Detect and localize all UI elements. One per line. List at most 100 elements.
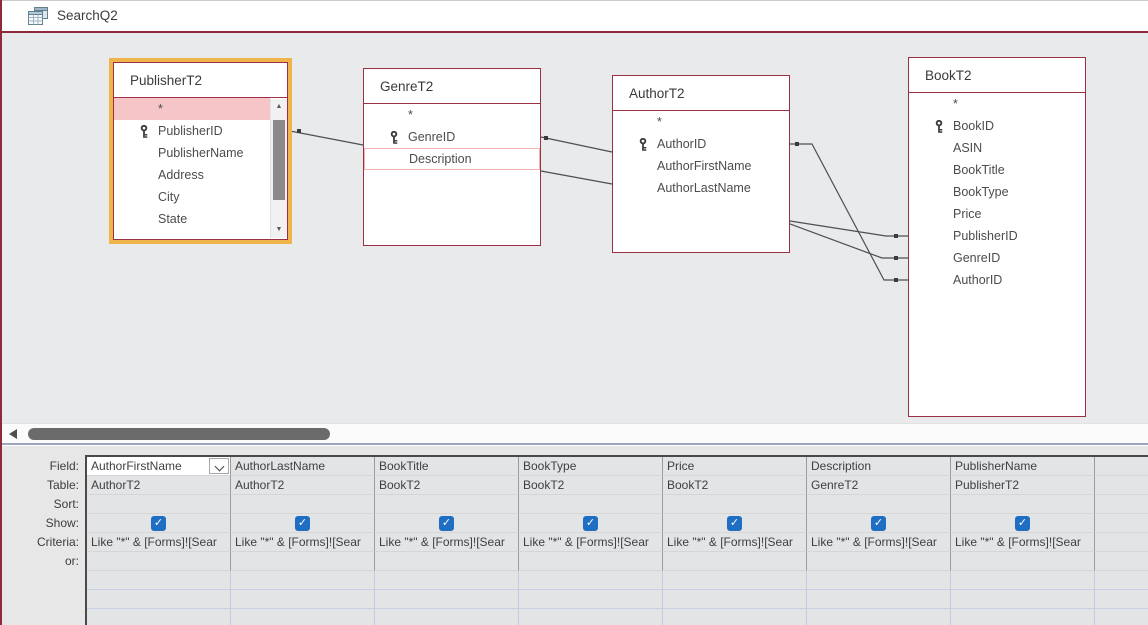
field-cell[interactable]: Price	[663, 457, 807, 476]
table-vertical-scrollbar[interactable]: ▲▼	[270, 99, 287, 238]
or-cell[interactable]	[375, 552, 519, 571]
criteria-cell[interactable]: Like "*" & [Forms]![Sear	[663, 533, 807, 552]
criteria-cell[interactable]: Like "*" & [Forms]![Sear	[231, 533, 375, 552]
table-cell[interactable]: BookT2	[663, 476, 807, 495]
table-title[interactable]: AuthorT2	[613, 76, 789, 111]
field-cell[interactable]: PublisherName	[951, 457, 1095, 476]
empty-cell[interactable]	[519, 609, 663, 625]
or-cell[interactable]	[807, 552, 951, 571]
empty-cell[interactable]	[663, 590, 807, 609]
empty-cell[interactable]	[1095, 590, 1148, 609]
field-row-star[interactable]: *	[114, 98, 270, 120]
criteria-cell[interactable]: Like "*" & [Forms]![Sear	[951, 533, 1095, 552]
field-row-BookType[interactable]: BookType	[909, 181, 1085, 203]
empty-cell[interactable]	[807, 590, 951, 609]
table-title[interactable]: PublisherT2	[114, 63, 287, 98]
field-row-PublisherID[interactable]: PublisherID	[114, 120, 270, 142]
criteria-cell[interactable]: Like "*" & [Forms]![Sear	[519, 533, 663, 552]
empty-cell[interactable]	[375, 571, 519, 590]
field-row-ASIN[interactable]: ASIN	[909, 137, 1085, 159]
empty-cell[interactable]	[951, 590, 1095, 609]
criteria-cell[interactable]: Like "*" & [Forms]![Sear	[807, 533, 951, 552]
empty-cell[interactable]	[1095, 609, 1148, 625]
sort-cell[interactable]	[663, 495, 807, 514]
field-row-AuthorID[interactable]: AuthorID	[909, 269, 1085, 291]
criteria-cell[interactable]: Like "*" & [Forms]![Sear	[87, 533, 231, 552]
field-row-AuthorLastName[interactable]: AuthorLastName	[613, 177, 789, 199]
field-row-GenreID[interactable]: GenreID	[909, 247, 1085, 269]
field-row-State[interactable]: State	[114, 208, 270, 230]
show-checkbox-checked[interactable]: ✓	[871, 516, 886, 531]
table-cell[interactable]	[1095, 476, 1148, 495]
show-cell[interactable]: ✓	[519, 514, 663, 533]
or-cell[interactable]	[87, 552, 231, 571]
empty-cell[interactable]	[375, 590, 519, 609]
or-cell[interactable]	[663, 552, 807, 571]
empty-cell[interactable]	[231, 590, 375, 609]
empty-cell[interactable]	[519, 571, 663, 590]
field-row-AuthorID[interactable]: AuthorID	[613, 133, 789, 155]
scroll-down-icon[interactable]: ▼	[275, 226, 283, 233]
empty-cell[interactable]	[87, 590, 231, 609]
show-checkbox-checked[interactable]: ✓	[295, 516, 310, 531]
show-cell[interactable]: ✓	[663, 514, 807, 533]
show-cell[interactable]: ✓	[951, 514, 1095, 533]
sort-cell[interactable]	[375, 495, 519, 514]
horizontal-scrollbar-thumb[interactable]	[28, 428, 330, 440]
show-cell[interactable]	[1095, 514, 1148, 533]
diagram-horizontal-scrollbar[interactable]	[0, 423, 1148, 443]
field-row-Description[interactable]: Description	[364, 148, 540, 170]
join-AuthorT2.AuthorID-to-BookT2.AuthorID[interactable]	[790, 142, 908, 282]
empty-cell[interactable]	[663, 609, 807, 625]
field-row-BookID[interactable]: BookID	[909, 115, 1085, 137]
sort-cell[interactable]	[951, 495, 1095, 514]
field-row-AuthorFirstName[interactable]: AuthorFirstName	[613, 155, 789, 177]
field-row-GenreID[interactable]: GenreID	[364, 126, 540, 148]
table-cell[interactable]: AuthorT2	[231, 476, 375, 495]
field-row-PublisherID[interactable]: PublisherID	[909, 225, 1085, 247]
field-dropdown-button[interactable]	[209, 458, 229, 474]
field-row-star[interactable]: *	[909, 93, 1085, 115]
empty-cell[interactable]	[375, 609, 519, 625]
table-cell[interactable]: AuthorT2	[87, 476, 231, 495]
empty-cell[interactable]	[231, 571, 375, 590]
empty-cell[interactable]	[807, 571, 951, 590]
table-title[interactable]: GenreT2	[364, 69, 540, 104]
show-cell[interactable]: ✓	[375, 514, 519, 533]
table-title[interactable]: BookT2	[909, 58, 1085, 93]
empty-cell[interactable]	[231, 609, 375, 625]
join-GenreT2.GenreID-to-BookT2.GenreID[interactable]	[540, 136, 908, 260]
table-cell[interactable]: PublisherT2	[951, 476, 1095, 495]
or-cell[interactable]	[1095, 552, 1148, 571]
empty-cell[interactable]	[1095, 571, 1148, 590]
show-checkbox-checked[interactable]: ✓	[151, 516, 166, 531]
sort-cell[interactable]	[519, 495, 663, 514]
field-cell[interactable]: BookTitle	[375, 457, 519, 476]
sort-cell[interactable]	[1095, 495, 1148, 514]
sort-cell[interactable]	[807, 495, 951, 514]
field-cell[interactable]: Description	[807, 457, 951, 476]
or-cell[interactable]	[519, 552, 663, 571]
scroll-left-arrow-icon[interactable]	[9, 429, 17, 439]
field-cell[interactable]: AuthorFirstName	[87, 457, 231, 476]
criteria-cell[interactable]	[1095, 533, 1148, 552]
sort-cell[interactable]	[231, 495, 375, 514]
table-cell[interactable]: BookT2	[519, 476, 663, 495]
criteria-cell[interactable]: Like "*" & [Forms]![Sear	[375, 533, 519, 552]
table-cell[interactable]: BookT2	[375, 476, 519, 495]
show-cell[interactable]: ✓	[807, 514, 951, 533]
empty-cell[interactable]	[951, 609, 1095, 625]
field-row-star[interactable]: *	[613, 111, 789, 133]
field-cell[interactable]: BookType	[519, 457, 663, 476]
show-checkbox-checked[interactable]: ✓	[1015, 516, 1030, 531]
show-cell[interactable]: ✓	[231, 514, 375, 533]
empty-cell[interactable]	[663, 571, 807, 590]
or-cell[interactable]	[951, 552, 1095, 571]
pane-divider[interactable]	[0, 443, 1148, 445]
show-checkbox-checked[interactable]: ✓	[439, 516, 454, 531]
empty-cell[interactable]	[87, 609, 231, 625]
field-row-PublisherName[interactable]: PublisherName	[114, 142, 270, 164]
